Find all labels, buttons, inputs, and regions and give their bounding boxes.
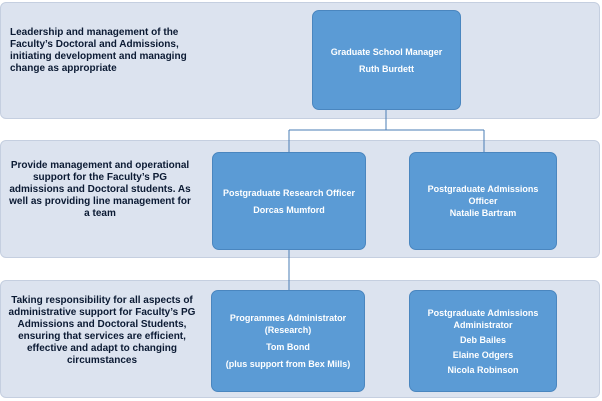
programmes-admin-box: Programmes Administrator (Research) Tom … xyxy=(211,290,365,392)
admissions-admin-title-line1: Postgraduate Admissions xyxy=(427,307,539,318)
admissions-officer-title-line1: Postgraduate Admissions xyxy=(427,184,539,194)
band-leadership-description: Leadership and management of the Faculty… xyxy=(10,27,187,74)
admissions-admin-box: Postgraduate Admissions Administrator De… xyxy=(409,290,557,392)
band-administration-description: Taking responsibility for all aspects of… xyxy=(8,295,196,366)
admissions-admin-name: Nicola Robinson xyxy=(447,364,519,375)
manager-name: Ruth Burdett xyxy=(359,63,414,74)
programmes-admin-title-line2: (Research) xyxy=(264,325,312,335)
admissions-officer-name: Natalie Bartram xyxy=(449,208,517,218)
research-officer-box: Postgraduate Research Officer Dorcas Mum… xyxy=(212,152,366,250)
admissions-officer-box: Postgraduate Admissions Officer Natalie … xyxy=(409,152,557,250)
band-leadership xyxy=(0,2,600,119)
admissions-admin-name: Deb Bailes xyxy=(459,334,507,345)
admissions-officer-title-line2: Officer xyxy=(468,196,498,206)
manager-box: Graduate School Manager Ruth Burdett xyxy=(312,10,461,110)
programmes-admin-note: (plus support from Bex Mills) xyxy=(225,359,351,369)
research-officer-title: Postgraduate Research Officer xyxy=(222,187,356,198)
programmes-admin-title-line1: Programmes Administrator xyxy=(229,313,347,323)
band-management-description: Provide management and operational suppo… xyxy=(9,160,191,219)
programmes-admin-name: Tom Bond xyxy=(266,342,310,352)
admissions-admin-name: Elaine Odgers xyxy=(452,349,514,360)
admissions-admin-title-line2: Administrator xyxy=(453,319,513,330)
research-officer-name: Dorcas Mumford xyxy=(253,204,325,215)
manager-title: Graduate School Manager xyxy=(330,46,443,57)
